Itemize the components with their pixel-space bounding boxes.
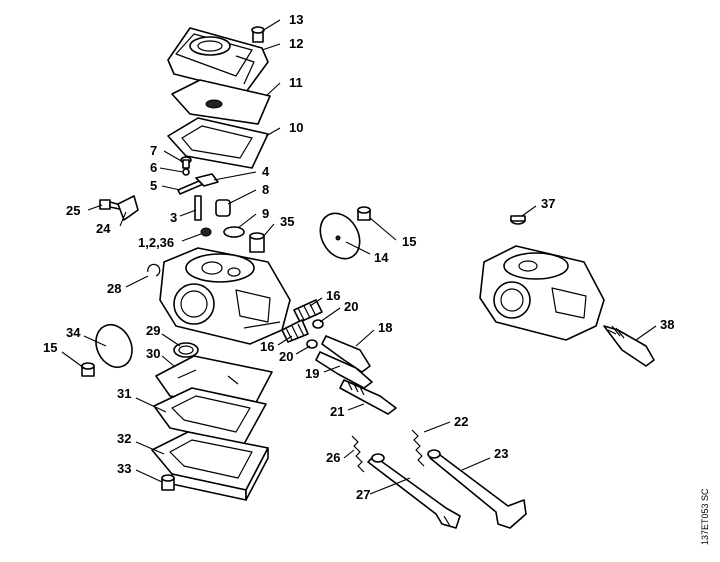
part-6-pin	[182, 168, 190, 176]
callout-26: 26	[326, 450, 340, 465]
callout-9: 9	[262, 206, 269, 221]
callout-22: 22	[454, 414, 468, 429]
part-7-screw	[180, 156, 192, 169]
callout-34: 34	[66, 325, 81, 340]
callout-15-upper: 15	[402, 234, 416, 249]
part-15-screw-upper	[357, 206, 371, 221]
callout-11: 11	[289, 75, 303, 90]
callout-16-lower: 16	[260, 339, 274, 354]
part-16-spring-upper	[293, 299, 323, 323]
part-23-throttle-shaft	[427, 449, 527, 529]
part-3-inlet-needle	[194, 195, 202, 221]
part-21-idle-screw	[339, 379, 397, 415]
part-35-sleeve	[249, 232, 265, 253]
callout-19: 19	[305, 366, 319, 381]
callout-labels: 13 12 11 10 7 6 5 4 8 3 25 24 9 1,2,36 3…	[43, 12, 674, 502]
part-31-gasket	[153, 387, 267, 445]
part-29-strainer	[173, 342, 199, 358]
callout-12: 12	[289, 36, 303, 51]
callout-13: 13	[289, 12, 303, 27]
callout-18: 18	[378, 320, 392, 335]
callout-25: 25	[66, 203, 80, 218]
part-4-inlet-control-lever	[195, 173, 219, 187]
part-18-high-speed-screw	[321, 335, 371, 373]
part-15-screw-lower	[81, 362, 95, 377]
part-11-pump-diaphragm	[171, 79, 271, 125]
part-10-pump-gasket	[167, 117, 269, 169]
part-24-bracket	[117, 195, 139, 221]
part-32-end-cover	[151, 431, 269, 501]
part-8-spring	[215, 199, 231, 217]
callout-14: 14	[374, 250, 389, 265]
callout-23: 23	[494, 446, 508, 461]
callout-10: 10	[289, 120, 303, 135]
callout-5: 5	[150, 178, 157, 193]
callout-15-lower: 15	[43, 340, 57, 355]
callout-4: 4	[262, 164, 270, 179]
part-9-plug	[223, 226, 245, 238]
callout-20-lower: 20	[279, 349, 293, 364]
callout-32: 32	[117, 431, 131, 446]
part-carburetor-body	[159, 247, 291, 345]
part-19-low-speed-screw	[315, 351, 373, 389]
part-16-spring-lower	[281, 319, 309, 343]
part-13-screw	[251, 26, 265, 43]
callout-28: 28	[107, 281, 121, 296]
callout-24: 24	[96, 221, 111, 236]
part-34-throttle-shutter	[95, 324, 133, 368]
part-38-adjusting-screw	[603, 325, 655, 367]
callout-3: 3	[170, 210, 177, 225]
drawing-code: 137ET053 SC	[700, 488, 710, 545]
part-37-cap	[510, 215, 526, 225]
part-14-choke-shutter	[319, 212, 361, 260]
callout-27: 27	[356, 487, 370, 502]
callout-37: 37	[541, 196, 555, 211]
callout-38: 38	[660, 317, 674, 332]
part-33-screw	[161, 474, 175, 491]
part-12-pump-cover	[167, 27, 269, 93]
callout-20-upper: 20	[344, 299, 358, 314]
callout-7: 7	[150, 143, 157, 158]
callout-6: 6	[150, 160, 157, 175]
callout-16-upper: 16	[326, 288, 340, 303]
callout-31: 31	[117, 386, 131, 401]
callout-30: 30	[146, 346, 160, 361]
callout-35: 35	[280, 214, 294, 229]
callout-29: 29	[146, 323, 160, 338]
part-27-choke-shaft	[367, 453, 461, 529]
part-1-2-36-small-parts	[200, 227, 212, 237]
leader-lines	[61, 19, 657, 495]
part-26-torsion-spring	[351, 435, 365, 473]
part-22-torsion-spring	[411, 429, 425, 467]
callout-8: 8	[262, 182, 269, 197]
part-carburetor-body-assembled	[479, 245, 605, 341]
callout-1-2-36: 1,2,36	[138, 235, 174, 250]
part-28-circlip	[147, 263, 161, 277]
callout-21: 21	[330, 404, 344, 419]
callout-33: 33	[117, 461, 131, 476]
